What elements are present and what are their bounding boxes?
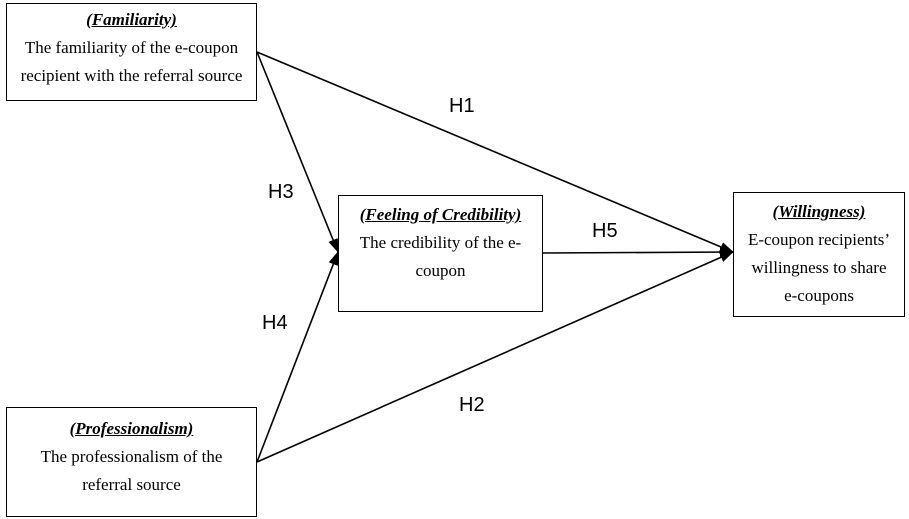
familiarity-text-line-2: recipient with the referral source (20, 66, 243, 85)
arrow-h5 (542, 247, 734, 258)
familiarity-text-line-1: The familiarity of the e-coupon (24, 38, 239, 57)
arrow-h1 (256, 51, 734, 253)
credibility-title: (Feeling of Credibility) (359, 205, 522, 224)
willingness-title: (Willingness) (772, 202, 866, 221)
credibility-text-line-1: The credibility of the e- (359, 233, 522, 252)
familiarity-title: (Familiarity) (86, 10, 177, 29)
arrow-h3 (256, 51, 339, 253)
willingness-text-line-1: E-coupon recipients’ (747, 230, 891, 249)
willingness-text-line-3: e-coupons (784, 286, 854, 305)
label-h3: H3 (268, 181, 294, 203)
professionalism-box: (Professionalism) The professionalism of… (6, 407, 257, 517)
label-h4: H4 (262, 312, 288, 334)
label-h5: H5 (592, 220, 618, 242)
professionalism-text-line-1: The professionalism of the (40, 447, 223, 466)
credibility-text-line-2: coupon (415, 261, 466, 280)
willingness-box: (Willingness) E-coupon recipients’ willi… (733, 192, 905, 317)
professionalism-title: (Professionalism) (69, 419, 194, 438)
familiarity-box: (Familiarity) The familiarity of the e-c… (6, 3, 257, 101)
professionalism-text-line-2: referral source (82, 475, 181, 494)
label-h1: H1 (449, 95, 475, 117)
arrow-h4 (256, 251, 339, 463)
credibility-box: (Feeling of Credibility) The credibility… (338, 195, 543, 312)
willingness-text-line-2: willingness to share (751, 258, 887, 277)
arrow-h2 (256, 251, 734, 463)
label-h2: H2 (459, 394, 485, 416)
